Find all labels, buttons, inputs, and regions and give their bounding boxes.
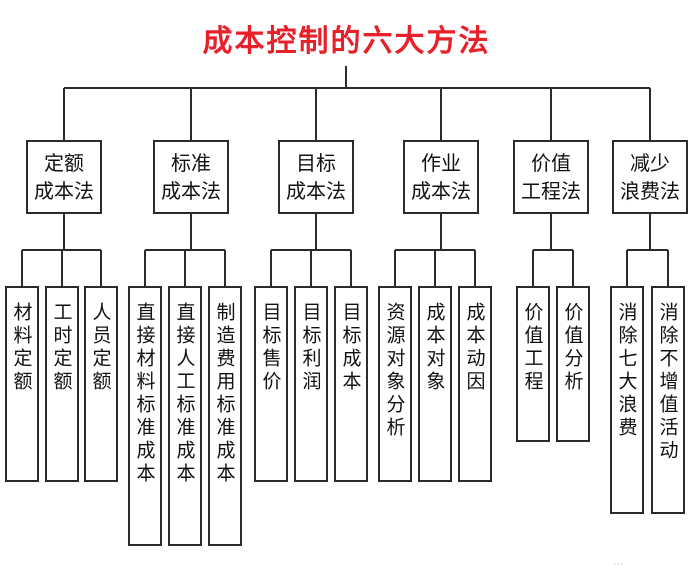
sub-method-box: 制造费用标准成本 (208, 286, 242, 546)
sub-method-box: 价值工程 (516, 286, 550, 442)
method-box-5: 价值工程法 (513, 140, 589, 214)
method-box-1: 定额成本法 (26, 140, 102, 214)
sub-method-label: 消除不增值活动 (656, 302, 679, 463)
method-box-4: 作业成本法 (403, 140, 479, 214)
method-box-2: 标准成本法 (153, 140, 229, 214)
method-label-line1: 标准 (171, 151, 211, 175)
sub-method-label: 制造费用标准成本 (213, 302, 236, 486)
sub-method-label: 资源对象分析 (383, 302, 406, 440)
method-label-line1: 作业 (421, 151, 461, 175)
sub-method-box: 直接材料标准成本 (128, 286, 162, 546)
method-label-line2: 成本法 (34, 179, 94, 203)
sub-method-label: 材料定额 (10, 302, 33, 394)
sub-method-box: 资源对象分析 (378, 286, 412, 482)
method-box-3: 目标成本法 (278, 140, 354, 214)
sub-method-label: 工时定额 (50, 302, 73, 394)
method-box-6: 减少浪费法 (612, 140, 688, 214)
sub-method-box: 成本对象 (418, 286, 452, 482)
sub-method-box: 消除七大浪费 (610, 286, 644, 514)
sub-method-box: 直接人工标准成本 (168, 286, 202, 546)
sub-method-box: 成本动因 (458, 286, 492, 482)
sub-method-box: 材料定额 (5, 286, 39, 482)
method-label-line2: 成本法 (161, 179, 221, 203)
sub-method-box: 人员定额 (84, 286, 118, 482)
sub-method-box: 价值分析 (556, 286, 590, 442)
sub-method-box: 工时定额 (45, 286, 79, 482)
sub-method-box: 消除不增值活动 (651, 286, 685, 514)
method-label-line1: 目标 (296, 151, 336, 175)
sub-method-label: 目标成本 (339, 302, 362, 394)
sub-method-label: 直接材料标准成本 (133, 302, 156, 486)
sub-method-label: 人员定额 (89, 302, 112, 394)
method-label-line2: 成本法 (286, 179, 346, 203)
sub-method-box: 目标售价 (254, 286, 288, 482)
sub-method-label: 价值工程 (521, 302, 544, 394)
diagram-title: 成本控制的六大方法 (202, 24, 491, 59)
method-label-line1: 价值 (531, 151, 571, 175)
method-label-line2: 工程法 (521, 179, 581, 203)
method-label-line2: 成本法 (411, 179, 471, 203)
sub-method-label: 消除七大浪费 (615, 302, 638, 440)
sub-method-label: 目标售价 (259, 302, 282, 394)
sub-method-label: 成本对象 (423, 302, 446, 394)
method-label-line1: 减少 (630, 151, 670, 175)
method-label-line2: 浪费法 (620, 179, 680, 203)
sub-method-label: 价值分析 (561, 302, 584, 394)
watermark-mark: ⋯ (613, 559, 623, 570)
sub-method-box: 目标利润 (294, 286, 328, 482)
sub-method-box: 目标成本 (334, 286, 368, 482)
sub-method-label: 直接人工标准成本 (173, 302, 196, 486)
sub-method-label: 目标利润 (299, 302, 322, 394)
method-label-line1: 定额 (44, 151, 84, 175)
sub-method-label: 成本动因 (463, 302, 486, 394)
